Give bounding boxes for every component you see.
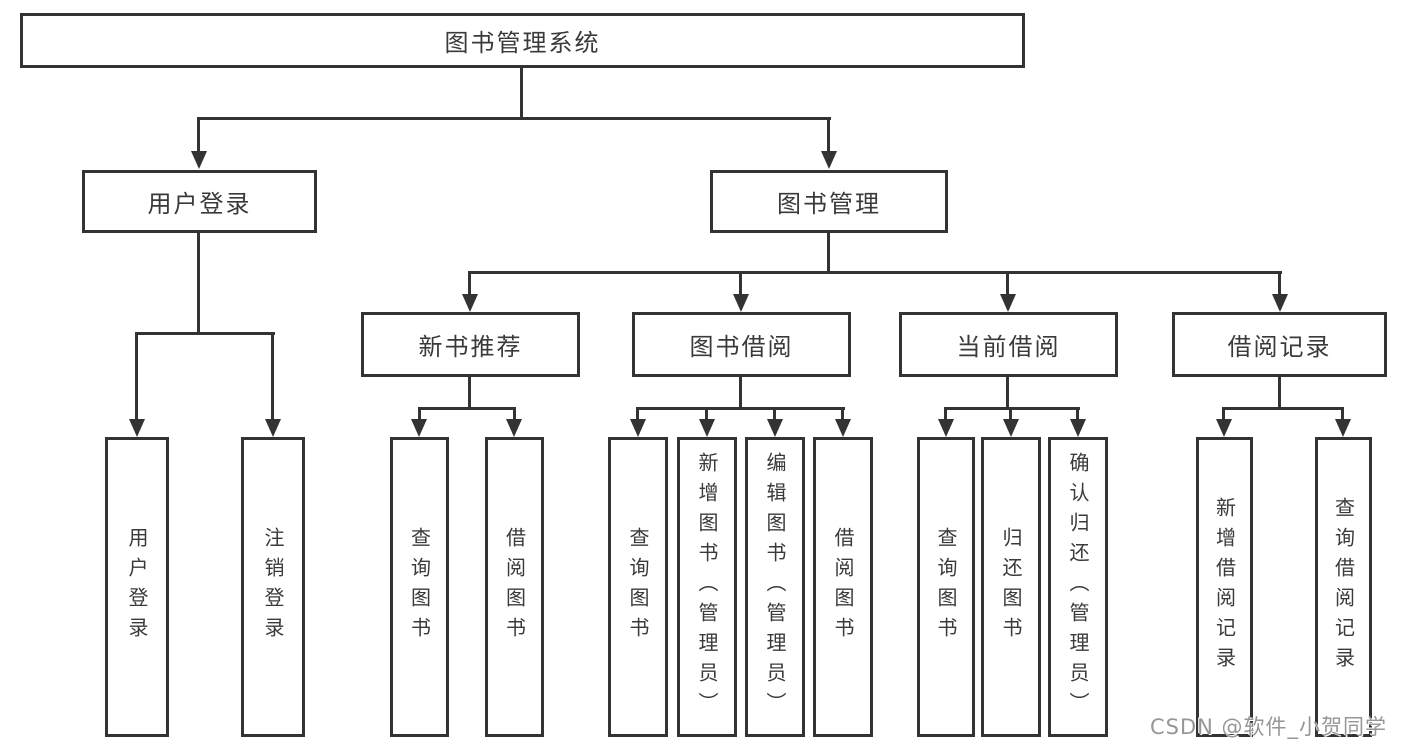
connector-line-v	[135, 332, 138, 420]
connector-line-v	[827, 233, 830, 273]
leaf-current-query-books: 查询图书	[917, 437, 975, 737]
connector-line-h	[197, 117, 831, 120]
arrow-down-icon	[835, 419, 851, 437]
arrow-down-icon	[129, 419, 145, 437]
node-book-borrow: 图书借阅	[632, 312, 851, 377]
arrow-down-icon	[191, 151, 207, 169]
arrow-down-icon	[1000, 294, 1016, 312]
leaf-user-login: 用户登录	[105, 437, 169, 737]
connector-line-v	[827, 117, 830, 152]
connector-line-v	[197, 233, 200, 335]
leaf-confirm-return-admin: 确认归还（管理员）	[1048, 437, 1108, 737]
leaf-add-borrow-record: 新增借阅记录	[1196, 437, 1253, 737]
connector-line-v	[739, 377, 742, 410]
connector-line-v	[1009, 407, 1012, 420]
connector-line-v	[1278, 377, 1281, 410]
connector-line-h	[944, 407, 1080, 410]
connector-line-v	[705, 407, 708, 420]
leaf-query-borrow-record: 查询借阅记录	[1315, 437, 1372, 737]
connector-line-v	[1278, 271, 1281, 296]
connector-line-v	[773, 407, 776, 420]
connector-line-h	[468, 271, 1282, 274]
csdn-watermark: CSDN @软件_小贺同学	[1150, 715, 1388, 739]
arrow-down-icon	[462, 294, 478, 312]
connector-line-v	[1222, 407, 1225, 420]
arrow-down-icon	[733, 294, 749, 312]
connector-line-v	[520, 68, 523, 118]
connector-line-v	[841, 407, 844, 420]
node-new-book-recommend: 新书推荐	[361, 312, 580, 377]
connector-line-h	[636, 407, 845, 410]
arrow-down-icon	[265, 419, 281, 437]
connector-line-v	[418, 407, 421, 420]
arrow-down-icon	[938, 419, 954, 437]
connector-line-h	[418, 407, 516, 410]
arrow-down-icon	[1272, 294, 1288, 312]
arrow-down-icon	[767, 419, 783, 437]
arrow-down-icon	[411, 419, 427, 437]
arrow-down-icon	[1216, 419, 1232, 437]
node-user-login: 用户登录	[82, 170, 317, 233]
arrow-down-icon	[1003, 419, 1019, 437]
connector-line-v	[1006, 271, 1009, 296]
connector-line-v	[636, 407, 639, 420]
node-library-management-system: 图书管理系统	[20, 13, 1025, 68]
leaf-borrow-books: 借阅图书	[813, 437, 873, 737]
arrow-down-icon	[1070, 419, 1086, 437]
connector-line-v	[1006, 377, 1009, 410]
leaf-logout: 注销登录	[241, 437, 305, 737]
node-borrow-records: 借阅记录	[1172, 312, 1387, 377]
arrow-down-icon	[699, 419, 715, 437]
leaf-recommend-borrow-books: 借阅图书	[485, 437, 544, 737]
node-current-borrow: 当前借阅	[899, 312, 1118, 377]
connector-line-v	[468, 377, 471, 410]
connector-line-v	[1341, 407, 1344, 420]
node-book-management: 图书管理	[710, 170, 948, 233]
connector-line-h	[135, 332, 275, 335]
leaf-add-books-admin: 新增图书（管理员）	[677, 437, 737, 737]
connector-line-v	[271, 332, 274, 420]
connector-line-v	[1076, 407, 1079, 420]
connector-line-v	[944, 407, 947, 420]
connector-line-h	[1222, 407, 1344, 410]
connector-line-v	[739, 271, 742, 296]
arrow-down-icon	[630, 419, 646, 437]
arrow-down-icon	[506, 419, 522, 437]
connector-line-v	[468, 271, 471, 296]
leaf-recommend-query-books: 查询图书	[390, 437, 449, 737]
connector-line-v	[513, 407, 516, 420]
leaf-return-books: 归还图书	[981, 437, 1041, 737]
leaf-edit-books-admin: 编辑图书（管理员）	[745, 437, 805, 737]
leaf-borrow-query-books: 查询图书	[608, 437, 668, 737]
connector-line-v	[197, 117, 200, 152]
arrow-down-icon	[1335, 419, 1351, 437]
arrow-down-icon	[821, 151, 837, 169]
